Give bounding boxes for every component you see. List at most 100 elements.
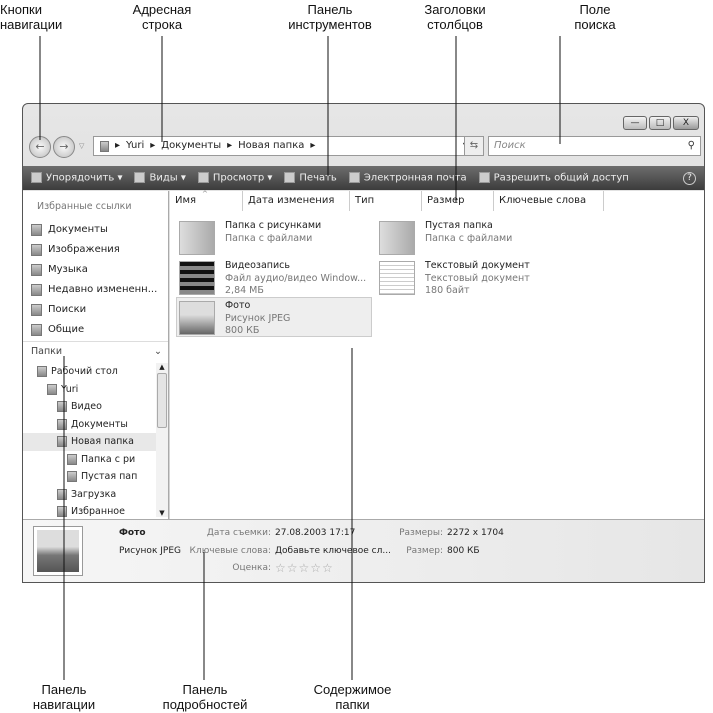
folders-header[interactable]: Папки⌄ [23,341,168,361]
refresh-icon[interactable]: ⇆ [464,136,484,156]
help-icon[interactable]: ? [683,171,696,185]
callout-text: строка [141,17,183,32]
item-type: Текстовый документ [425,272,530,284]
search-input[interactable]: Поиск⚲ [488,136,701,156]
close-button[interactable]: X [673,116,699,130]
tree-item-label: Загрузка [71,488,117,500]
favorite-link[interactable]: Поиски [23,300,168,320]
tree-item-label: Документы [71,418,128,430]
breadcrumb-separator-icon: ▸ [150,140,156,151]
details-date-value[interactable]: 27.08.2003 17:17 [275,528,356,538]
callout-text: Панель [41,682,87,697]
favorite-link[interactable]: Документы [23,220,168,240]
scrollbar-thumb[interactable] [157,373,167,428]
item-type: Файл аудио/видео Window... [225,272,367,284]
video-icon [179,261,215,295]
breadcrumb-item[interactable]: Yuri [126,140,145,151]
tree-item[interactable]: Загрузка [23,486,156,504]
preview-label: Просмотр ▾ [212,172,273,184]
details-type: Рисунок JPEG [119,546,181,556]
email-button[interactable]: Электронная почта [348,172,467,184]
folders-scrollbar[interactable]: ▲ ▼ [156,363,168,517]
favorite-link[interactable]: Изображения [23,240,168,260]
callout-text: подробностей [162,697,248,712]
search-icon[interactable]: ⚲ [687,140,695,151]
breadcrumb-separator-icon: ▸ [310,140,316,151]
folder-contents: Имя^ Дата изменения Тип Размер Ключевые … [170,190,704,519]
print-icon [284,172,296,184]
tree-item[interactable]: Пустая пап [23,468,156,486]
scroll-down-icon[interactable]: ▼ [159,509,165,517]
address-bar[interactable]: ▸ Yuri ▸ Документы ▸ Новая папка ▸ ▼ [93,136,476,156]
tree-item[interactable]: Папка с ри [23,451,156,469]
callout-text: инструментов [288,17,372,32]
favorite-label: Общие [48,324,85,335]
callout-text: Поле [579,2,611,17]
callout-text: Кнопки [0,2,42,17]
views-label: Виды ▾ [149,172,186,184]
column-header-date[interactable]: Дата изменения [243,191,350,211]
preview-button[interactable]: Просмотр ▾ [197,172,273,184]
details-pane: Фото Рисунок JPEG Дата съемки: 27.08.200… [23,519,704,582]
folder-icon [57,436,67,448]
column-header-type[interactable]: Тип [350,191,422,211]
column-header-keywords[interactable]: Ключевые слова [494,191,604,211]
folder-icon [57,401,67,413]
organize-button[interactable]: Упорядочить ▾ [31,172,122,184]
breadcrumb-item[interactable]: Документы [161,140,222,151]
maximize-button[interactable]: □ [649,116,671,130]
breadcrumb-separator-icon: ▸ [227,140,233,151]
item-name: Видеозапись [225,260,290,271]
tree-item[interactable]: Документы [23,416,156,434]
item-size: 2,84 МБ [225,285,264,296]
sort-ascending-icon: ^ [202,190,208,198]
share-button[interactable]: Разрешить общий доступ [478,172,629,184]
details-size-value: 800 КБ [447,546,480,556]
callout-text: Адресная [132,2,192,17]
tree-item-label: Избранное [71,506,125,517]
recent-pages-dropdown-icon[interactable]: ▽ [79,142,85,150]
toolbar: Упорядочить ▾ Виды ▾ Просмотр ▾ Печать Э… [23,166,704,190]
favorites-title: Избранные ссылки [37,201,132,212]
scroll-up-icon[interactable]: ▲ [159,363,165,371]
breadcrumb-separator-icon: ▸ [115,140,121,151]
column-header-name[interactable]: Имя^ [170,190,243,211]
breadcrumb-item[interactable]: Новая папка [238,140,305,151]
tree-item[interactable]: Yuri [23,381,156,399]
callout-text: Панель [307,2,353,17]
folder-icon [57,418,67,430]
rating-stars[interactable]: ☆☆☆☆☆ [275,561,334,575]
chevron-down-icon[interactable]: ⌄ [154,346,162,357]
callout-text: столбцов [427,17,483,32]
views-button[interactable]: Виды ▾ [134,172,186,184]
tree-item[interactable]: Рабочий стол [23,363,156,381]
minimize-button[interactable]: — [623,116,647,130]
favorite-link[interactable]: Общие [23,320,168,340]
email-icon [348,172,360,184]
favorite-label: Документы [48,224,108,235]
details-keywords-value[interactable]: Добавьте ключевое сл... [275,546,391,556]
tree-item[interactable]: Избранное [23,503,156,521]
favorite-label: Поиски [48,304,87,315]
views-icon [134,172,146,184]
favorite-link[interactable]: Недавно измененн... [23,280,168,300]
favorite-link[interactable]: Музыка [23,260,168,280]
forward-button[interactable]: → [53,136,75,158]
print-label: Печать [299,172,337,184]
tree-item[interactable]: Видео [23,398,156,416]
print-button[interactable]: Печать [284,172,337,184]
share-label: Разрешить общий доступ [493,172,629,184]
column-header-size[interactable]: Размер [422,191,494,211]
tree-item[interactable]: Новая папка [23,433,156,451]
